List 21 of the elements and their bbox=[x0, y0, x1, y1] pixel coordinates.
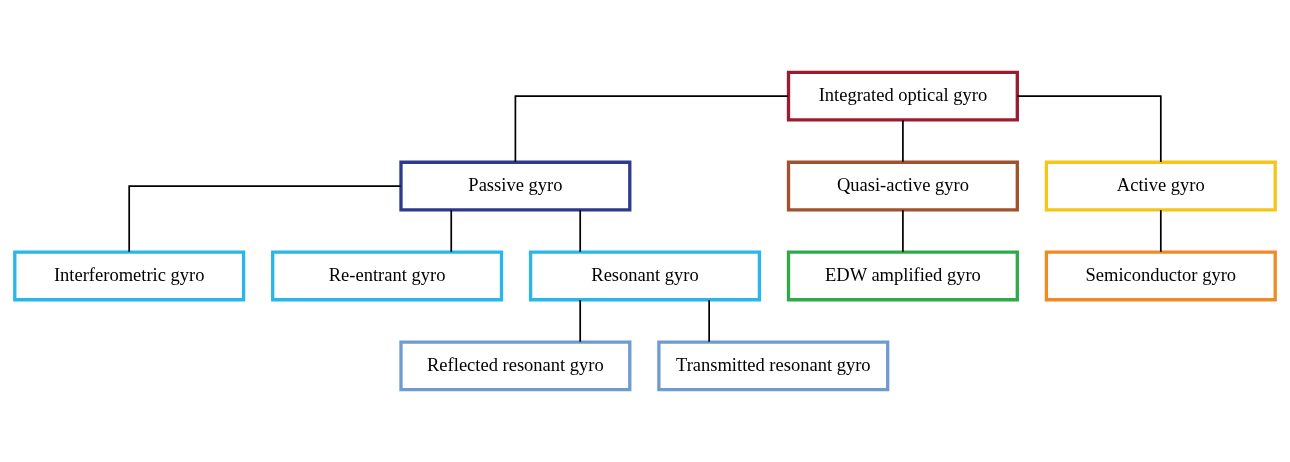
node-box: Active gyro bbox=[1044, 160, 1277, 212]
node-box: Interferometric gyro bbox=[13, 250, 246, 302]
node-box: Semiconductor gyro bbox=[1044, 250, 1277, 302]
connector bbox=[450, 209, 453, 253]
connector bbox=[902, 119, 904, 163]
node-box: Re-entrant gyro bbox=[271, 250, 504, 302]
connector bbox=[514, 95, 790, 163]
connector bbox=[579, 209, 582, 253]
node-box: Transmitted resonant gyro bbox=[657, 340, 890, 392]
node-box: Reflected resonant gyro bbox=[399, 340, 632, 392]
node-box: Integrated optical gyro bbox=[786, 70, 1019, 122]
connector bbox=[902, 209, 904, 253]
node-box: Quasi-active gyro bbox=[786, 160, 1019, 212]
connector bbox=[1016, 95, 1162, 163]
node-box: Resonant gyro bbox=[528, 250, 762, 302]
connector bbox=[579, 299, 582, 343]
connector bbox=[1159, 209, 1162, 253]
connector bbox=[708, 299, 710, 343]
connector bbox=[128, 185, 402, 253]
node-box: Passive gyro bbox=[399, 160, 632, 212]
node-box: EDW amplified gyro bbox=[786, 250, 1019, 302]
